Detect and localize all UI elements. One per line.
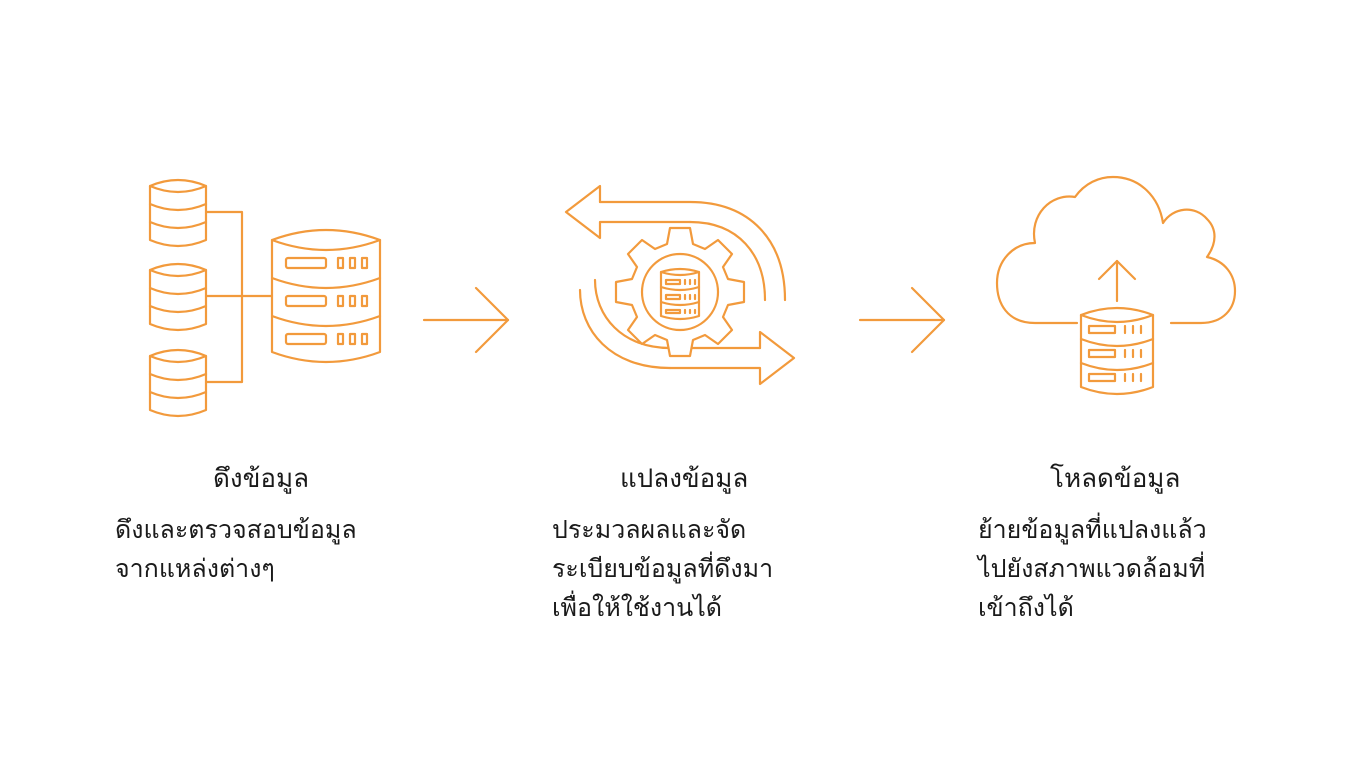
large-database-icon <box>270 228 382 364</box>
step-description-extract: ดึงและตรวจสอบข้อมูล จากแหล่งต่างๆ <box>115 510 357 588</box>
cloud-icon <box>995 175 1237 325</box>
small-database-icon <box>148 178 208 248</box>
step-title-extract: ดึงข้อมูล <box>213 464 310 494</box>
cycle-arrow-right-icon <box>578 278 796 386</box>
step-title-load: โหลดข้อมูล <box>1050 464 1181 494</box>
description-line: ไปยังสภาพแวดล้อมที่ <box>978 554 1206 583</box>
database-icon <box>1079 306 1155 396</box>
merge-connector-lines <box>204 210 274 384</box>
description-line: ดึงและตรวจสอบข้อมูล <box>115 515 357 544</box>
small-database-icon <box>148 348 208 418</box>
description-line: เพื่อให้ใช้งานได้ <box>552 593 723 622</box>
database-merge-icon <box>148 178 382 418</box>
cloud-upload-database-icon <box>995 175 1237 396</box>
description-line: ระเบียบข้อมูลที่ดึงมา <box>552 554 774 583</box>
upload-arrow-icon <box>1097 259 1137 303</box>
description-line: ย้ายข้อมูลที่แปลงแล้ว <box>978 515 1207 544</box>
step-title-transform: แปลงข้อมูล <box>620 464 749 494</box>
step-description-load: ย้ายข้อมูลที่แปลงแล้ว ไปยังสภาพแวดล้อมที… <box>978 510 1207 627</box>
small-database-icon <box>148 262 208 332</box>
arrow-right-icon <box>858 286 946 354</box>
step-description-transform: ประมวลผลและจัด ระเบียบข้อมูลที่ดึงมา เพื… <box>552 510 773 627</box>
description-line: เข้าถึงได้ <box>978 593 1074 622</box>
arrow-right-icon <box>422 286 510 354</box>
gear-icon <box>614 226 746 358</box>
cycle-arrow-left-icon <box>564 184 787 302</box>
description-line: จากแหล่งต่างๆ <box>115 554 275 583</box>
small-database-icon <box>659 267 701 321</box>
description-line: ประมวลผลและจัด <box>552 515 747 544</box>
gear-cycle-database-icon <box>564 184 796 386</box>
